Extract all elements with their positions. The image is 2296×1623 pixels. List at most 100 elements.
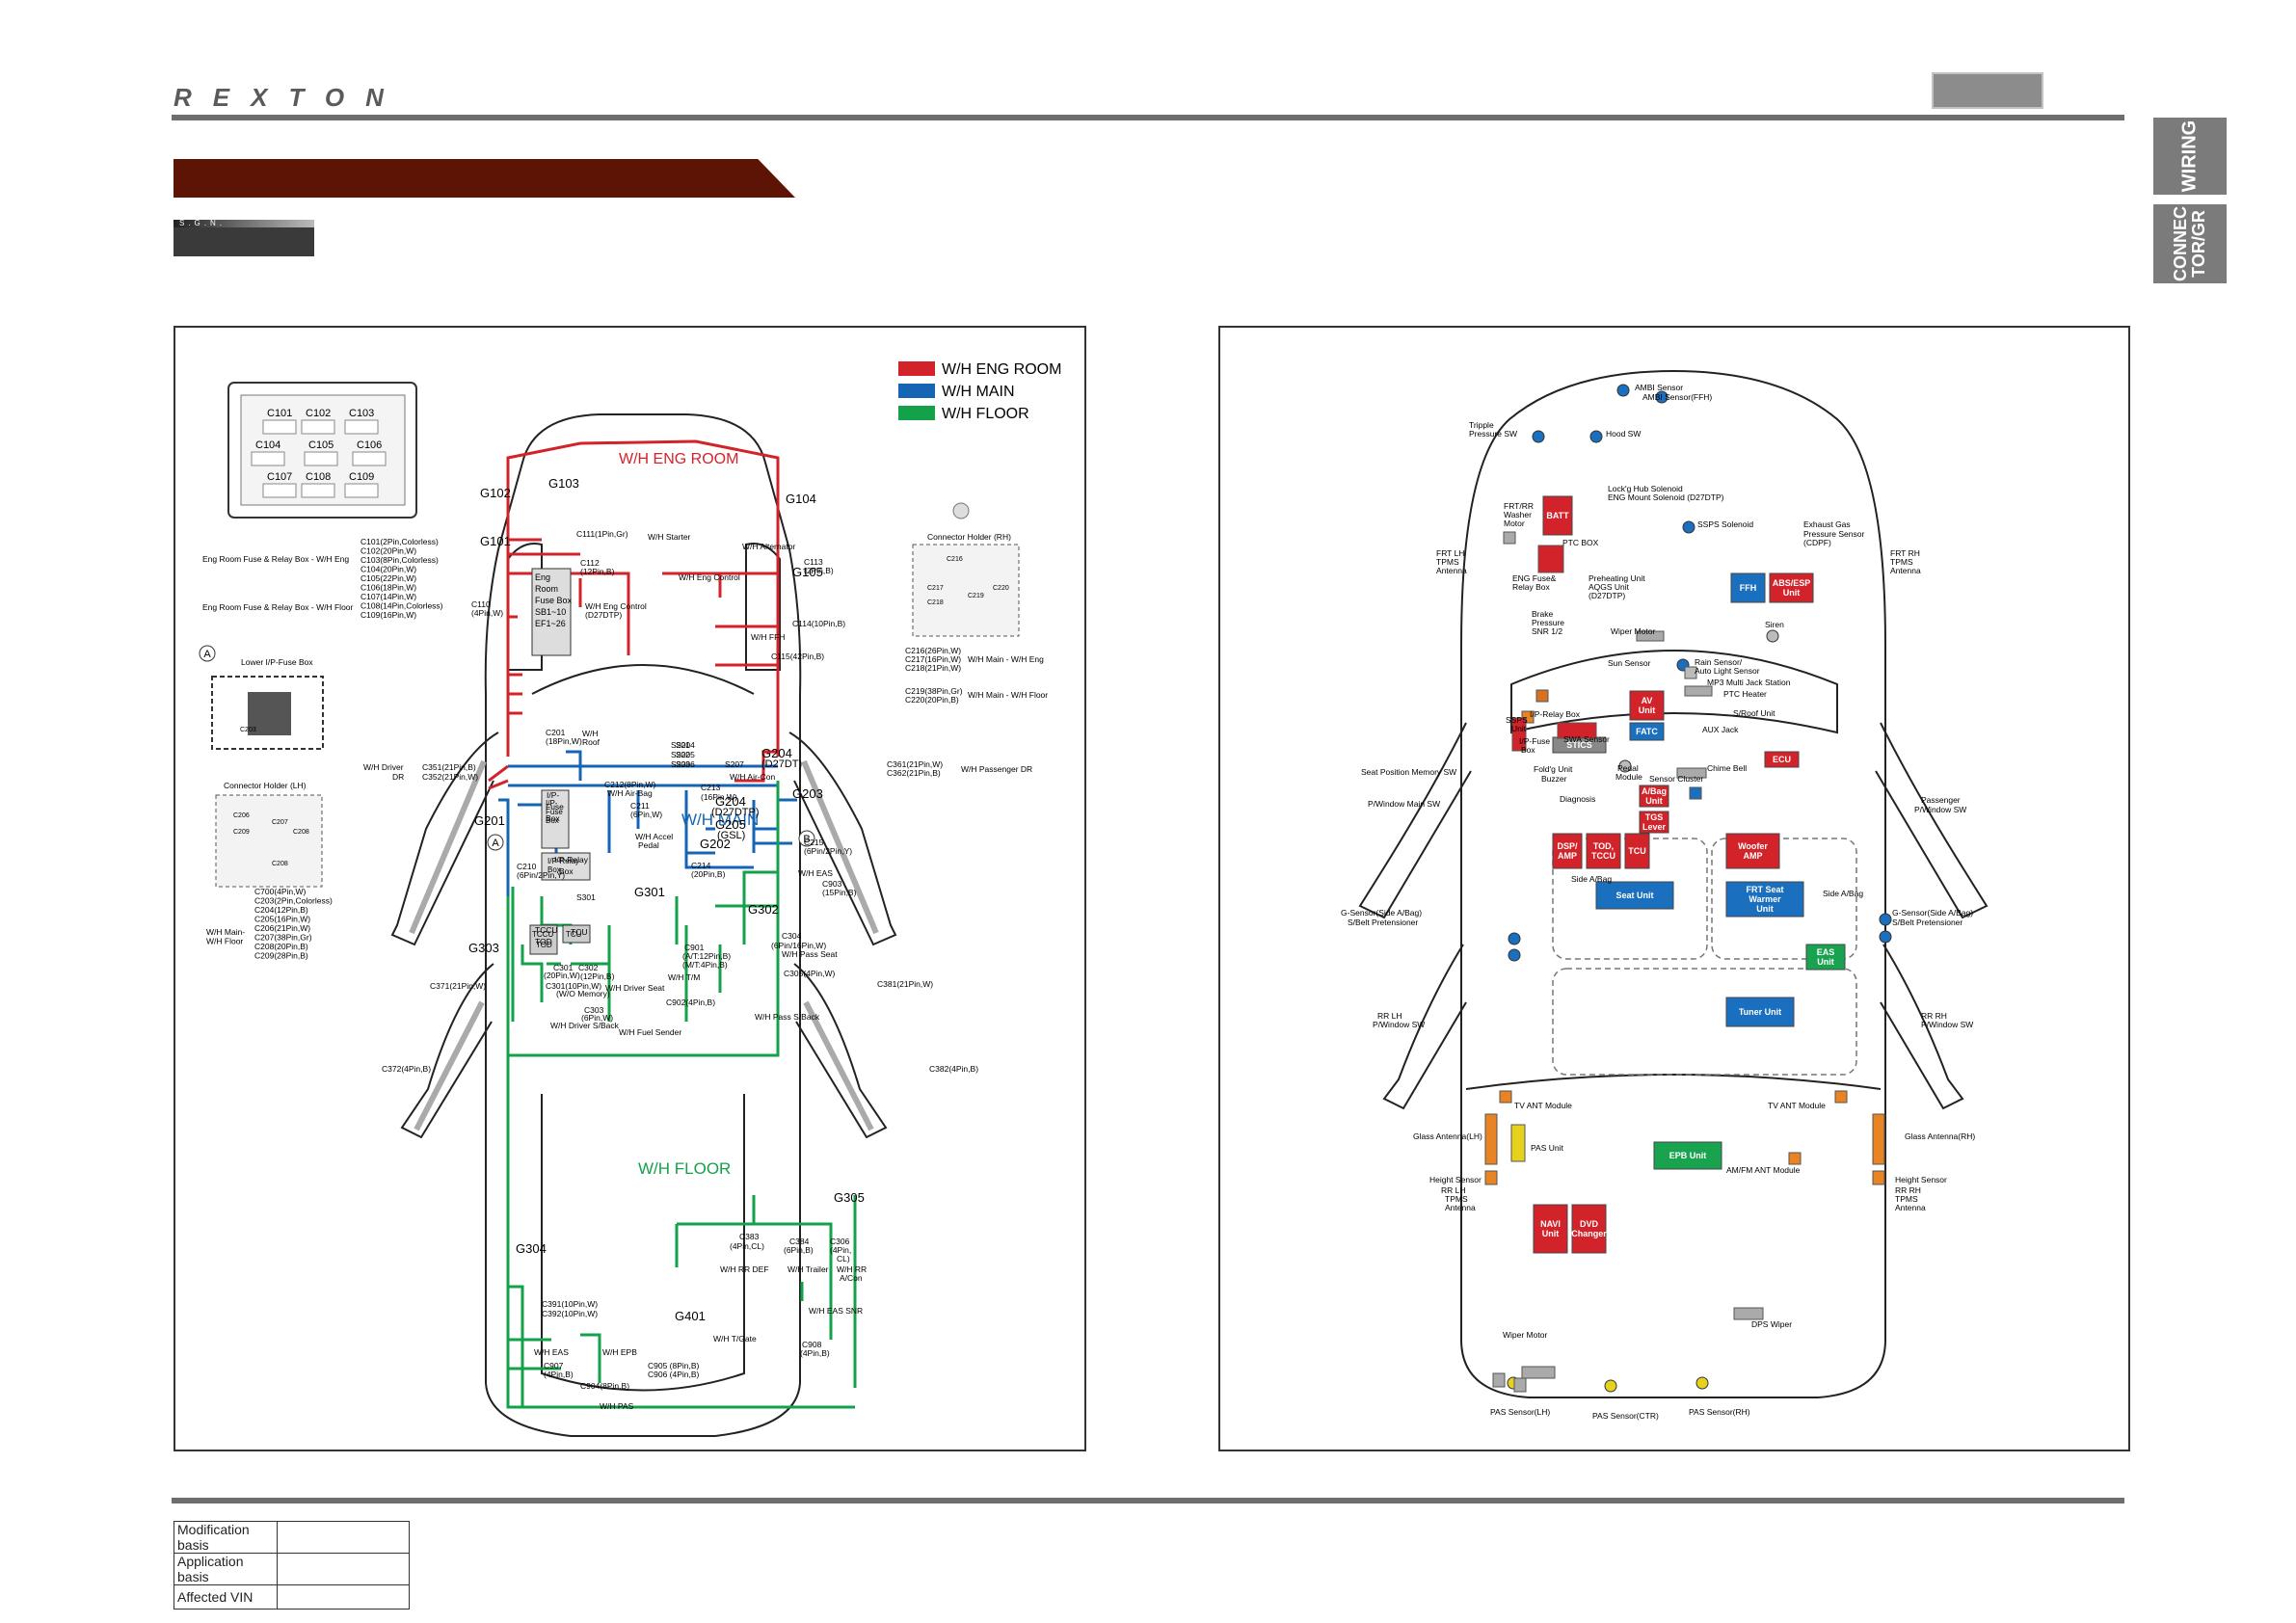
component-unit-label: Seat Unit bbox=[1615, 891, 1653, 900]
tab-connector[interactable]: CONNEC TOR/GR bbox=[2153, 204, 2227, 283]
holder-code: C206 bbox=[233, 812, 250, 819]
component-label: Antenna bbox=[1895, 1203, 1926, 1212]
tccu-tod bbox=[529, 924, 558, 955]
connector-label: W/H Fuel Sender bbox=[619, 1027, 681, 1037]
ground-point-label: G103 bbox=[548, 476, 579, 491]
ground-point-label: G401 bbox=[675, 1309, 706, 1323]
sensor-dot bbox=[1508, 948, 1521, 962]
component-unit-box bbox=[1730, 572, 1766, 603]
connector-label: (15Pin,B) bbox=[822, 888, 857, 897]
component-label: Pressure bbox=[1532, 618, 1564, 627]
main-floor-connector-spec: C207(38Pin,Gr) bbox=[254, 933, 312, 943]
fuse-box-connector-code: C109 bbox=[349, 471, 374, 483]
component-unit-box bbox=[1769, 572, 1814, 603]
component-unit-label: Tuner Unit bbox=[1739, 1007, 1781, 1017]
connector-label: C384 bbox=[789, 1237, 810, 1246]
tcu-label: TCU bbox=[566, 930, 582, 939]
connector-label: Roof bbox=[582, 737, 601, 747]
main-floor-caption: W/H Floor bbox=[206, 937, 243, 946]
ground-points: G101G102G103G104G105G201G202G203G204G205… bbox=[468, 476, 865, 1323]
eng-room-fuse-box-label: Fuse Box bbox=[535, 596, 573, 605]
connector-label: C352(21Pin,W) bbox=[422, 772, 478, 782]
tab-connector-label: CONNEC TOR/GR bbox=[2171, 205, 2208, 282]
connector-label: W/H PAS bbox=[600, 1401, 634, 1411]
connector-label: Box bbox=[546, 813, 560, 823]
component-label: AMBI Sensor(FFH) bbox=[1642, 392, 1712, 402]
connector-label: W/H Eng Control bbox=[585, 601, 647, 611]
component-label: Preheating Unit bbox=[1589, 573, 1645, 583]
component-label: RR RH bbox=[1895, 1185, 1921, 1195]
component-unit-box bbox=[1552, 833, 1583, 869]
tab-wiring-label: WIRING bbox=[2178, 120, 2201, 193]
connector-label: W/H EPB bbox=[602, 1347, 637, 1357]
component-label: Height Sensor bbox=[1895, 1175, 1947, 1184]
connector-label: W/H Pass Seat bbox=[782, 949, 838, 959]
connector-label: W/H Passenger DR bbox=[961, 764, 1032, 774]
component-label: AM/FM ANT Module bbox=[1726, 1165, 1801, 1175]
ground-point-label: G202 bbox=[700, 837, 731, 851]
info-value bbox=[277, 1584, 410, 1610]
component-label: P/Window SW bbox=[1373, 1020, 1425, 1029]
connector-label: C210 bbox=[517, 862, 537, 871]
ip-fuse-box bbox=[541, 789, 570, 849]
connector-label: (2Pin,B) bbox=[804, 566, 834, 575]
fuse-box-connector-code: C107 bbox=[267, 471, 292, 483]
component-label: Buzzer bbox=[1541, 774, 1567, 784]
tab-wiring[interactable]: WIRING bbox=[2153, 118, 2227, 195]
connector-label: (16Pin,W) bbox=[701, 792, 737, 802]
component-label: RR LH bbox=[1377, 1011, 1402, 1021]
connector-label: C219(38Pin,Gr) bbox=[905, 686, 963, 696]
connector-label: C217(16Pin,W) bbox=[905, 654, 961, 664]
component-label: S/Belt Pretensioner bbox=[1892, 918, 1962, 927]
fuse-box-connector-spec: C105(22Pin,W) bbox=[360, 573, 416, 583]
fuse-box-socket bbox=[262, 419, 297, 435]
connector-label: C216(26Pin,W) bbox=[905, 646, 961, 655]
component-unit-box bbox=[1639, 785, 1669, 808]
connector-label: C113 bbox=[804, 557, 823, 567]
component-unit-label: Unit bbox=[1817, 957, 1834, 967]
connector-label: (6Pin/2Pin,Y) bbox=[804, 846, 852, 856]
tcu-box bbox=[562, 924, 591, 944]
ground-point-label: G304 bbox=[516, 1241, 547, 1256]
component-label: TV ANT Module bbox=[1514, 1101, 1572, 1110]
component-unit-label: FFH bbox=[1740, 583, 1757, 593]
component-unit-label: Changer bbox=[1571, 1229, 1607, 1238]
component-label: Diagnosis bbox=[1560, 794, 1595, 804]
component-label: Antenna bbox=[1890, 566, 1921, 575]
wiper-square bbox=[1513, 1377, 1527, 1393]
ground-variant-label: (D27DTP) bbox=[711, 807, 760, 818]
connector-label: W/H Starter bbox=[648, 532, 691, 542]
component-unit-label: Unit bbox=[1542, 1229, 1560, 1238]
connector-label: C211 bbox=[630, 801, 650, 811]
connector-label: C392(10Pin,W) bbox=[542, 1309, 598, 1318]
pas-sensor-dot bbox=[1695, 1376, 1709, 1390]
component-unit-label: BATT bbox=[1546, 511, 1569, 520]
component-label: S/Roof Unit bbox=[1733, 708, 1775, 718]
component-label: Rain Sensor/ bbox=[1695, 657, 1743, 667]
legend-label: W/H FLOOR bbox=[942, 406, 1029, 422]
main-floor-connector-spec: C203(2Pin,Colorless) bbox=[254, 896, 333, 906]
ground-point-label: G203 bbox=[792, 786, 823, 801]
component-unit-label: FATC bbox=[1636, 727, 1658, 736]
connector-label: C372(4Pin,B) bbox=[382, 1064, 431, 1074]
component-label: P/Window Main SW bbox=[1368, 799, 1440, 809]
fuse-box-connector-spec: C107(14Pin,W) bbox=[360, 592, 416, 601]
main-floor-connector-spec: C204(12Pin,B) bbox=[254, 905, 308, 915]
component-label: Fold'g Unit bbox=[1534, 764, 1573, 774]
connector-label: (6Pin,W) bbox=[581, 1013, 613, 1023]
component-label: AMBI Sensor bbox=[1635, 383, 1683, 392]
component-unit-label: DVD bbox=[1580, 1219, 1599, 1229]
main-floor-connector-spec: C700(4Pin,W) bbox=[254, 887, 307, 896]
connector-label: (4Pin, bbox=[830, 1245, 851, 1255]
connector-label: (4Pin,CL) bbox=[730, 1241, 764, 1251]
connector-label: C215 bbox=[804, 838, 824, 847]
glass-antenna-lh bbox=[1484, 1113, 1498, 1165]
connector-label: (20Pin,B) bbox=[691, 869, 726, 879]
component-unit-box bbox=[1586, 833, 1621, 869]
component-unit-label: FRT Seat bbox=[1746, 885, 1783, 894]
washer-square bbox=[1503, 531, 1516, 545]
component-unit-box bbox=[1725, 997, 1795, 1027]
component-unit-label: NAVI bbox=[1540, 1219, 1561, 1229]
fuse-box-connector-code: C101 bbox=[267, 408, 292, 419]
callout-marker-letter: A bbox=[492, 838, 499, 849]
